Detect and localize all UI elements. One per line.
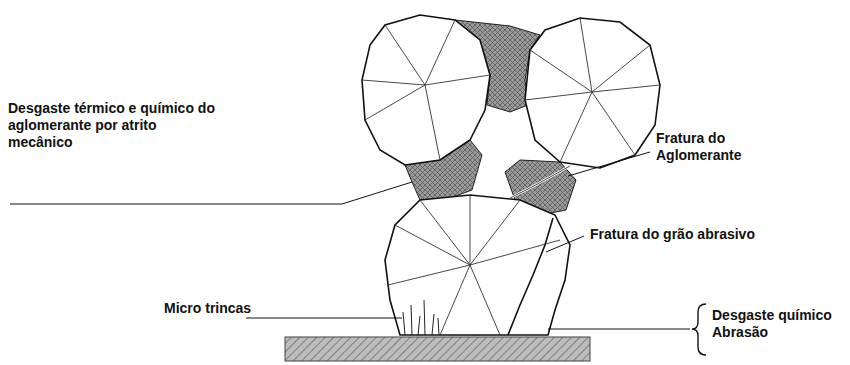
grain-facets [388, 195, 560, 335]
leader-line [546, 236, 584, 252]
abrasive-grain [525, 18, 660, 168]
abrasive-grain [362, 15, 490, 165]
callout-label: Fratura do Aglomerante [656, 130, 766, 164]
grain-fracture [508, 218, 553, 335]
grain-facets [525, 18, 660, 162]
micro-cracks [403, 300, 439, 335]
callout-label: Desgaste químico Abrasão [712, 307, 844, 341]
leader-line [548, 329, 690, 330]
leader-line [568, 152, 650, 176]
callout-label: Micro trincas [164, 300, 251, 317]
bracket [692, 304, 706, 355]
grain-facets [362, 20, 490, 160]
workpiece [285, 337, 590, 361]
leader-line [246, 318, 402, 319]
bond-fracture [510, 166, 570, 198]
callout-label: Desgaste térmico e químico do aglomerant… [8, 100, 223, 151]
leader-line [10, 182, 412, 204]
callout-label: Fratura do grão abrasivo [590, 226, 755, 243]
abrasive-grain [385, 195, 570, 335]
bond-fracture-edge [510, 166, 570, 198]
